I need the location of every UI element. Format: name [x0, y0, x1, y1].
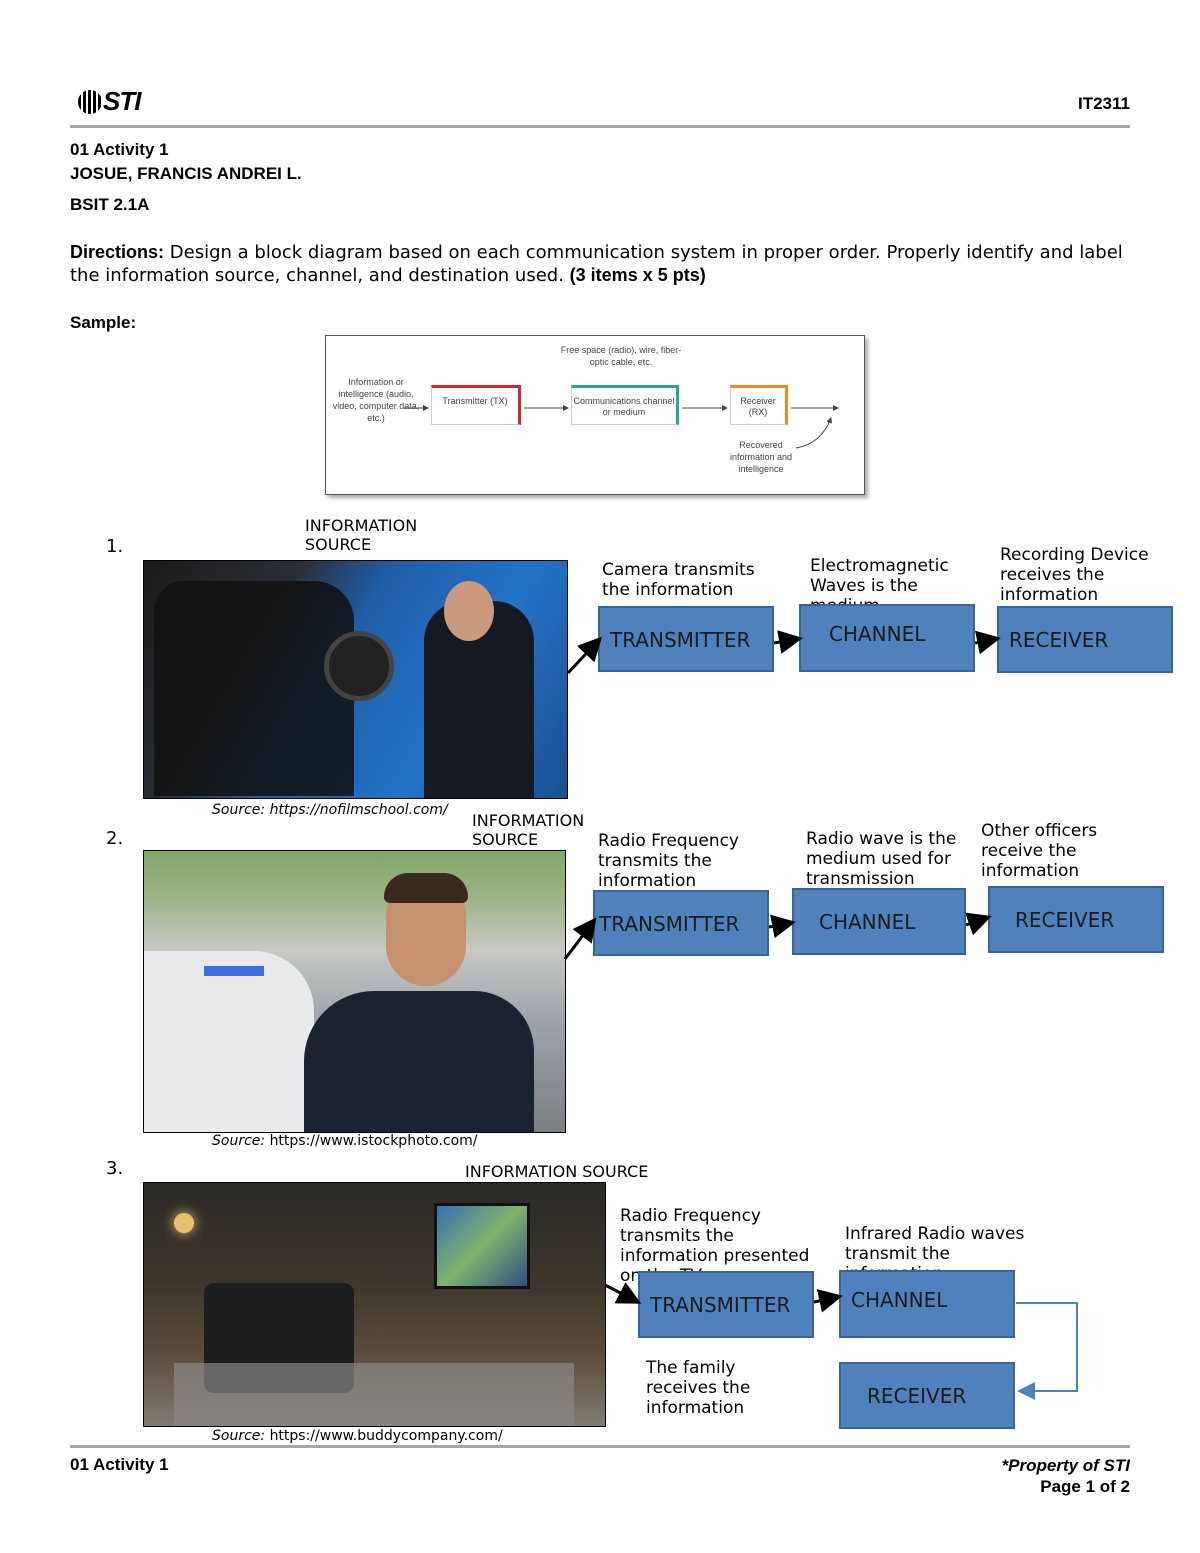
- item-2-info-source-label: INFORMATION SOURCE: [472, 811, 585, 849]
- footer-property: *Property of STI: [1001, 1456, 1130, 1475]
- student-name: JOSUE, FRANCIS ANDREI L.: [70, 164, 302, 183]
- item-2-number: 2.: [106, 828, 124, 849]
- item-2-receiver-note: Other officers receive the information: [981, 821, 1098, 881]
- item-3-source-prefix: Source:: [212, 1428, 266, 1444]
- section: BSIT 2.1A: [70, 195, 150, 214]
- item-3-transmitter-note: Radio Frequency transmits the informatio…: [620, 1206, 810, 1286]
- item-2-transmitter-block: TRANSMITTER: [593, 890, 769, 956]
- course-code: IT2311: [1078, 94, 1130, 113]
- sample-diagram: Free space (radio), wire, fiber-optic ca…: [325, 335, 865, 495]
- item-1-photo-film-crew: [143, 560, 568, 799]
- item-1-channel-block: CHANNEL: [799, 604, 975, 672]
- footer-right: *Property of STI Page 1 of 2: [1002, 1455, 1130, 1497]
- activity-title: 01 Activity 1: [70, 140, 169, 159]
- item-2-source: Source: https://www.istockphoto.com/: [212, 1133, 478, 1149]
- directions-text: Design a block diagram based on each com…: [70, 242, 1123, 286]
- item-2-source-url: https://www.istockphoto.com/: [269, 1133, 478, 1149]
- item-1-source-prefix: Source:: [212, 802, 266, 818]
- header-divider: [70, 125, 1130, 128]
- directions-points: (3 items x 5 pts): [569, 265, 706, 285]
- sample-receiver-box: Receiver (RX): [730, 385, 788, 425]
- footer-activity: 01 Activity 1: [70, 1455, 169, 1474]
- item-3-transmitter-block: TRANSMITTER: [638, 1271, 814, 1338]
- item-2-channel-block: CHANNEL: [792, 888, 966, 955]
- item-3-receiver-block: RECEIVER: [839, 1362, 1015, 1429]
- item-1-transmitter-note: Camera transmits the information: [602, 560, 755, 600]
- item-3-source-url: https://www.buddycompany.com/: [269, 1428, 503, 1444]
- sample-arrows: [404, 405, 839, 449]
- item-2-receiver-block: RECEIVER: [988, 886, 1164, 953]
- sample-transmitter-box: Transmitter (TX): [431, 385, 521, 425]
- sample-output-note: Recovered information and intelligence: [729, 440, 793, 474]
- directions: Directions: Design a block diagram based…: [70, 241, 1140, 287]
- sample-channel-box: Communications channel or medium: [571, 385, 679, 425]
- item-1-receiver-note: Recording Device receives the informatio…: [1000, 545, 1149, 605]
- item-2-channel-note: Radio wave is the medium used for transm…: [806, 829, 957, 889]
- item-1-receiver-block: RECEIVER: [997, 606, 1173, 673]
- sample-medium-note: Free space (radio), wire, fiber-optic ca…: [560, 345, 682, 367]
- item-1-source-url: https://nofilmschool.com/: [269, 802, 448, 818]
- item-3-photo-family-tv: [143, 1182, 606, 1427]
- item-1-number: 1.: [106, 536, 124, 557]
- item-2-transmitter-note: Radio Frequency transmits the informatio…: [598, 831, 739, 891]
- directions-label: Directions:: [70, 242, 165, 262]
- item-1-info-source-label: INFORMATION SOURCE: [305, 516, 418, 554]
- sti-logo: STI: [78, 86, 141, 117]
- item-3-source: Source: https://www.buddycompany.com/: [212, 1428, 503, 1444]
- item-3-channel-block: CHANNEL: [839, 1270, 1015, 1338]
- item-2-photo-police-officer: [143, 850, 566, 1133]
- item-2-source-prefix: Source:: [212, 1133, 266, 1149]
- item-3-number: 3.: [106, 1158, 124, 1179]
- footer-page: Page 1 of 2: [1040, 1477, 1130, 1496]
- sample-input-note: Information or intelligence (audio, vide…: [332, 377, 420, 423]
- globe-icon: [78, 90, 102, 114]
- item-3-info-source-label: INFORMATION SOURCE: [465, 1162, 649, 1181]
- item-1-source: Source: https://nofilmschool.com/: [212, 802, 448, 818]
- footer-divider: [70, 1445, 1130, 1448]
- sample-label: Sample:: [70, 313, 137, 332]
- item-3-receiver-note: The family receives the information: [646, 1358, 751, 1418]
